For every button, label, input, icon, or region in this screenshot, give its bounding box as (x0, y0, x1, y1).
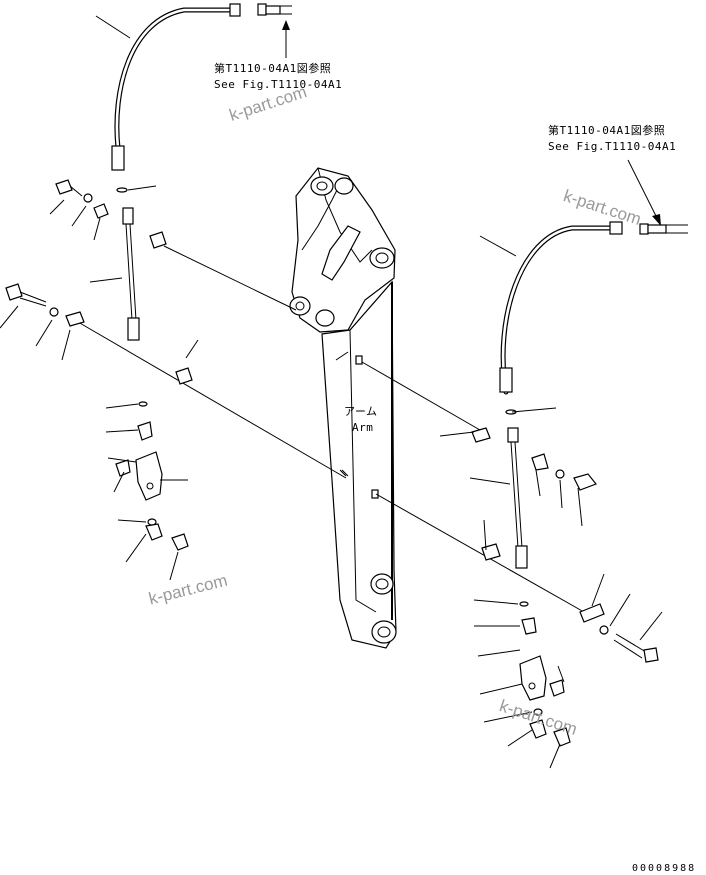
arm-label-jp: アーム (344, 405, 378, 418)
left-tube (122, 207, 148, 407)
drawing-number: 00008988 (632, 863, 697, 874)
leader-lines (0, 15, 663, 769)
reference-label-top-jp: 第T1110-04A1図参照 (214, 62, 332, 75)
right-hose (499, 221, 623, 415)
arm-label-en: Arm (352, 421, 374, 434)
left-hose (111, 3, 241, 193)
left-fasteners (5, 179, 193, 385)
reference-label-right-jp: 第T1110-04A1図参照 (548, 124, 666, 137)
arm-part (289, 167, 397, 649)
right-fasteners (471, 427, 659, 663)
right-pipe-end (639, 223, 688, 235)
reference-pointers (282, 20, 661, 226)
right-fittings (519, 617, 571, 747)
right-tube (507, 427, 529, 607)
reference-label-right-en: See Fig.T1110-04A1 (548, 140, 677, 153)
reference-label-top-en: See Fig.T1110-04A1 (214, 78, 343, 91)
left-fittings (115, 421, 189, 551)
assembly-lines (77, 245, 585, 613)
top-pipe-end (257, 3, 292, 16)
